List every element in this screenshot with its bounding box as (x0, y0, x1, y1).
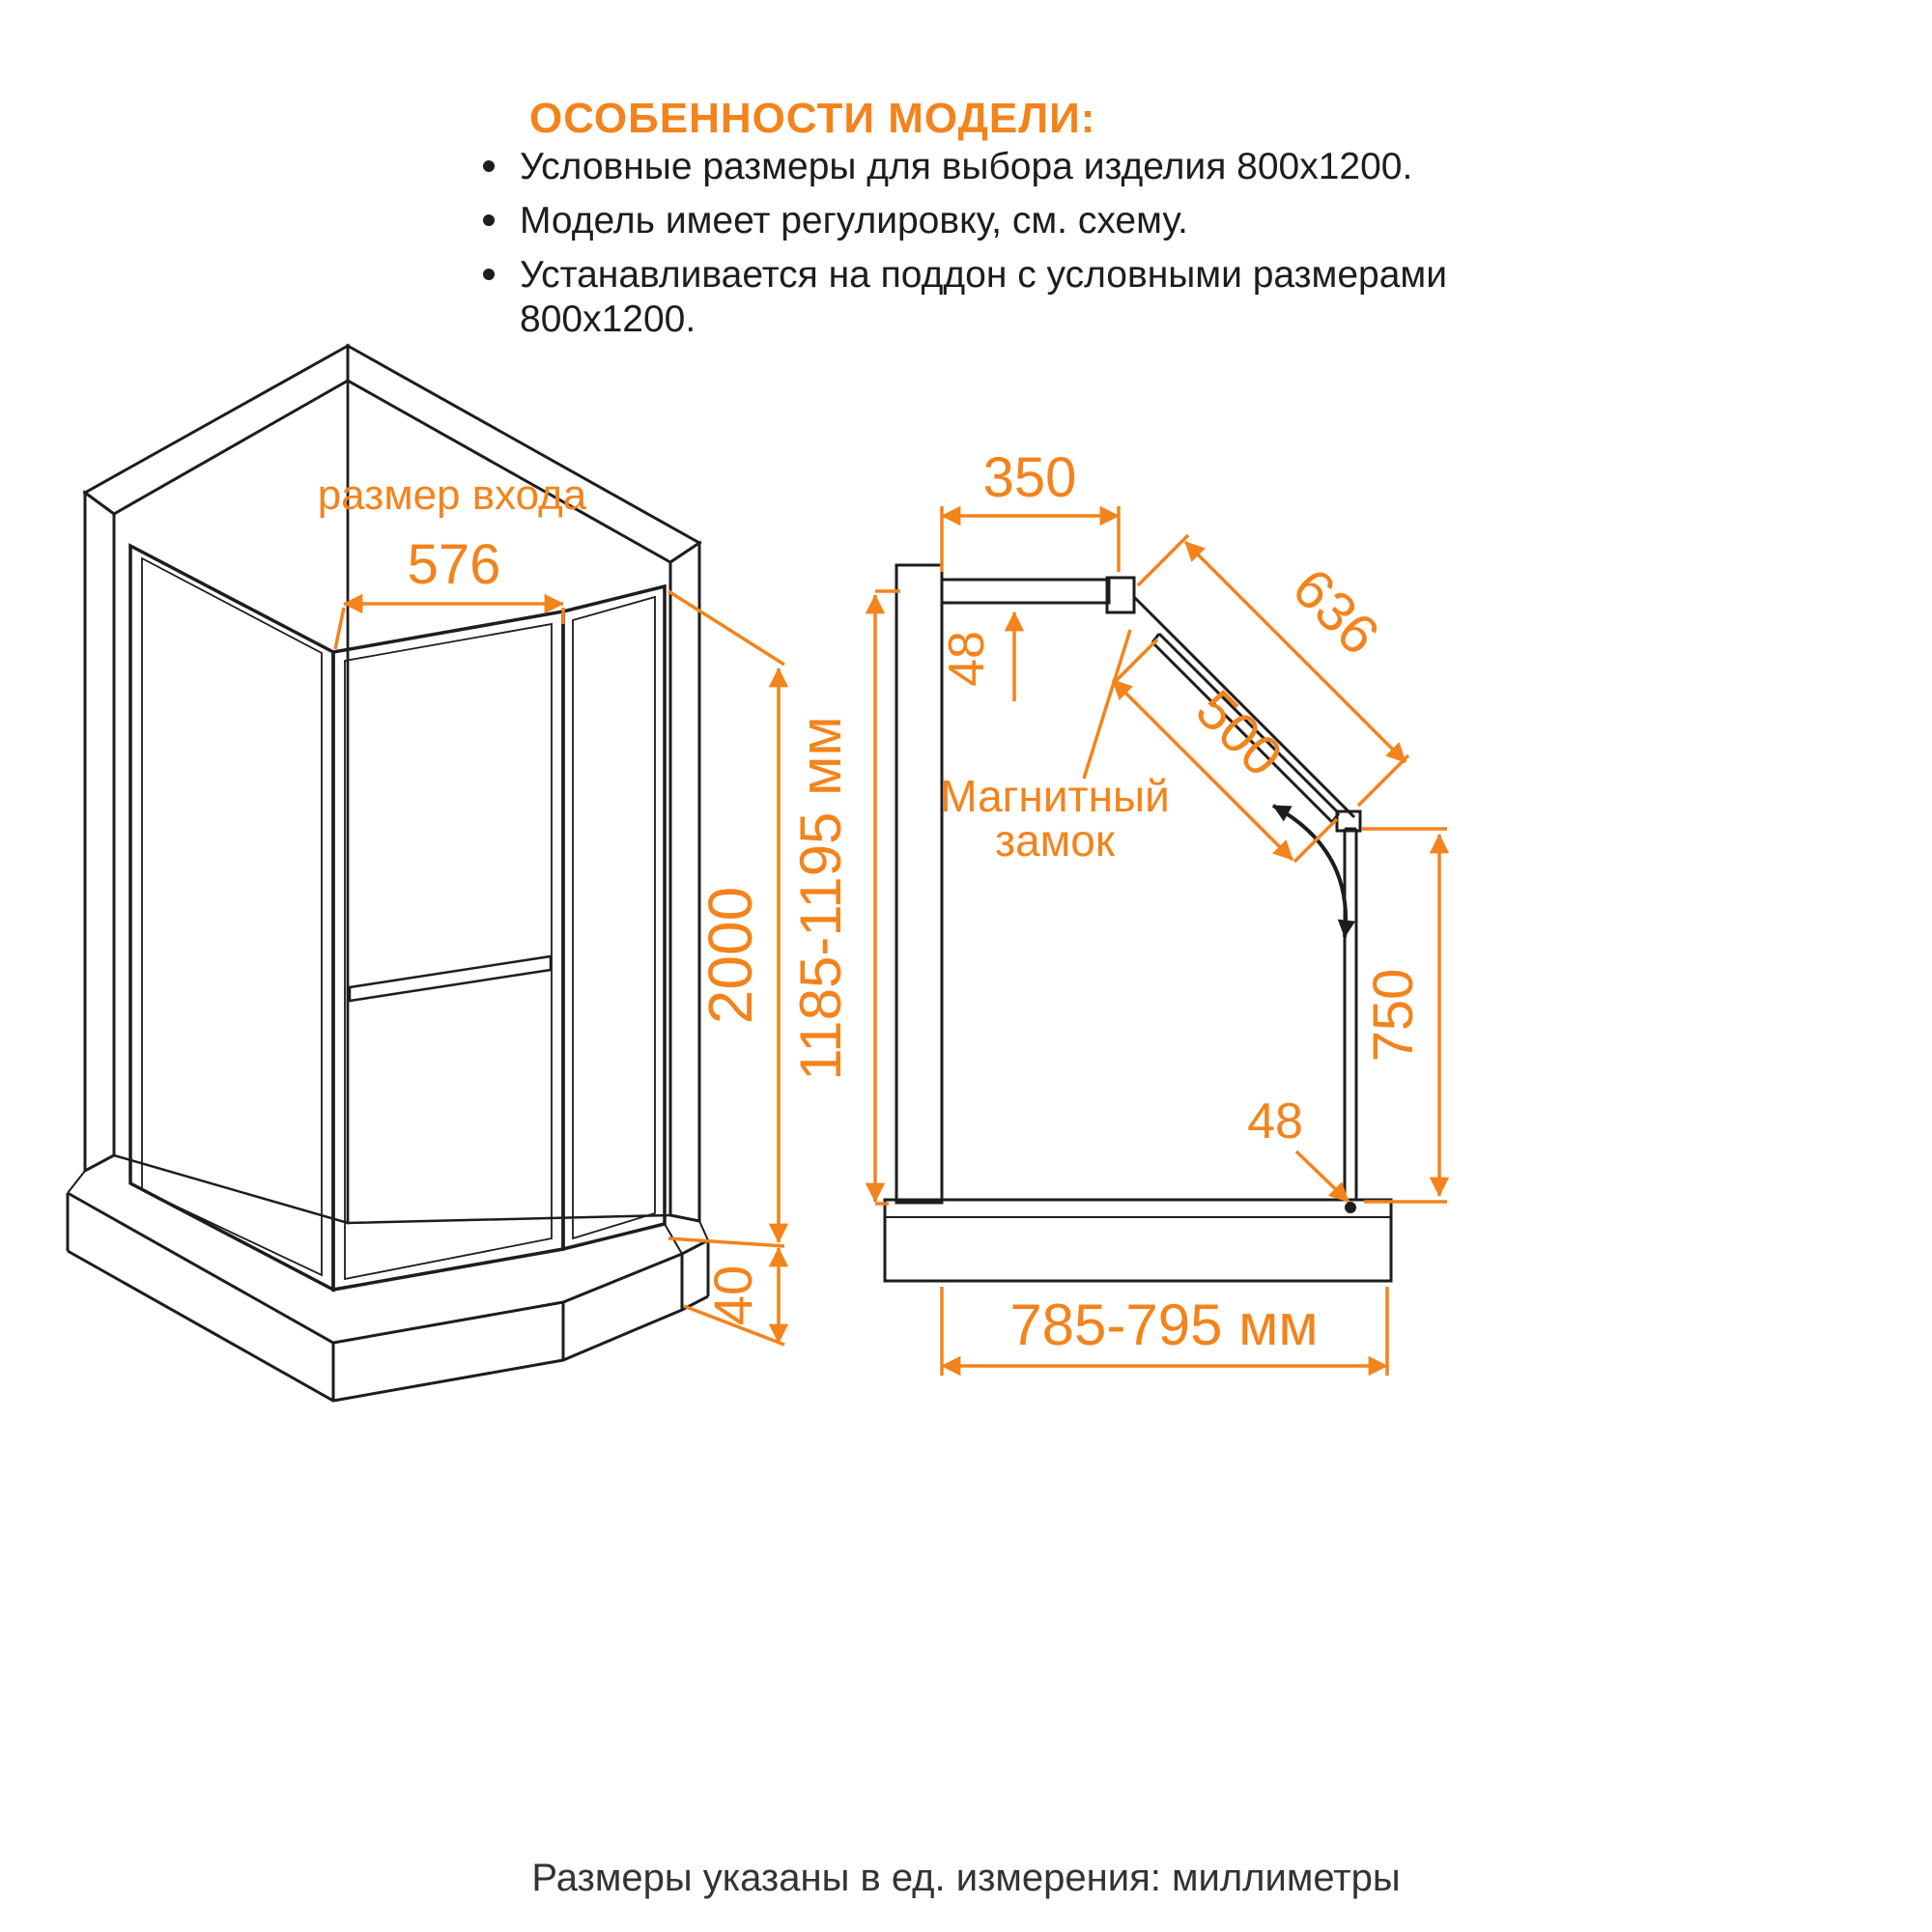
feature-list: Условные размеры для выбора изделия 800х… (475, 145, 1456, 352)
plan-tray (883, 1198, 1393, 1283)
iso-view: размер входа 576 2000 40 (66, 343, 789, 1403)
feature-text: Условные размеры для выбора изделия 800х… (520, 146, 1413, 187)
top-panel-value: 350 (983, 446, 1077, 509)
door-value: 500 (1184, 678, 1294, 788)
feature-text: Модель имеет регулировку, см. схему. (520, 200, 1188, 242)
plan-dimensions: 350 48 636 500 Магнитный замок (788, 446, 1450, 1377)
feature-item: Модель имеет регулировку, см. схему. (475, 199, 1456, 243)
profile-bottom-value: 48 (1247, 1094, 1303, 1150)
entrance-label: размер входа (318, 471, 587, 519)
tray-height-value: 40 (702, 1265, 763, 1325)
side-value: 750 (1362, 969, 1425, 1063)
magnetic-lock-label-line2: замок (995, 815, 1116, 866)
door-swing-arrow (1272, 804, 1356, 938)
feature-text: Устанавливается на поддон с условными ра… (520, 254, 1448, 341)
bullet-dot (483, 214, 495, 227)
iso-tray (66, 1170, 710, 1403)
iso-dimensions: размер входа 576 2000 40 (318, 471, 789, 1347)
iso-back-walls (82, 343, 702, 1225)
page-title: ОСОБЕННОСТИ МОДЕЛИ: (529, 95, 1096, 142)
profile-top-value: 48 (939, 631, 995, 687)
entrance-width-value: 576 (408, 533, 501, 596)
units-note: Размеры указаны в ед. измерения: миллиме… (531, 1857, 1401, 1899)
towel-bar (348, 954, 553, 1003)
depth-value: 1185-1195 мм (788, 716, 853, 1080)
iso-glass-panels (128, 543, 667, 1293)
pivot-dot (1345, 1202, 1356, 1213)
plan-side-panel (1343, 827, 1358, 1213)
feature-item: Устанавливается на поддон с условными ра… (475, 253, 1456, 342)
width-value: 785-795 мм (1009, 1293, 1318, 1357)
feature-item: Условные размеры для выбора изделия 800х… (475, 145, 1456, 189)
magnetic-lock-label-line1: Магнитный (940, 771, 1170, 821)
plan-view: 350 48 636 500 Магнитный замок (788, 446, 1450, 1377)
bullet-dot (483, 269, 495, 281)
height-value: 2000 (696, 887, 765, 1024)
diagonal-value: 636 (1281, 556, 1391, 667)
plan-door (1151, 632, 1362, 938)
bullet-dot (483, 160, 495, 172)
